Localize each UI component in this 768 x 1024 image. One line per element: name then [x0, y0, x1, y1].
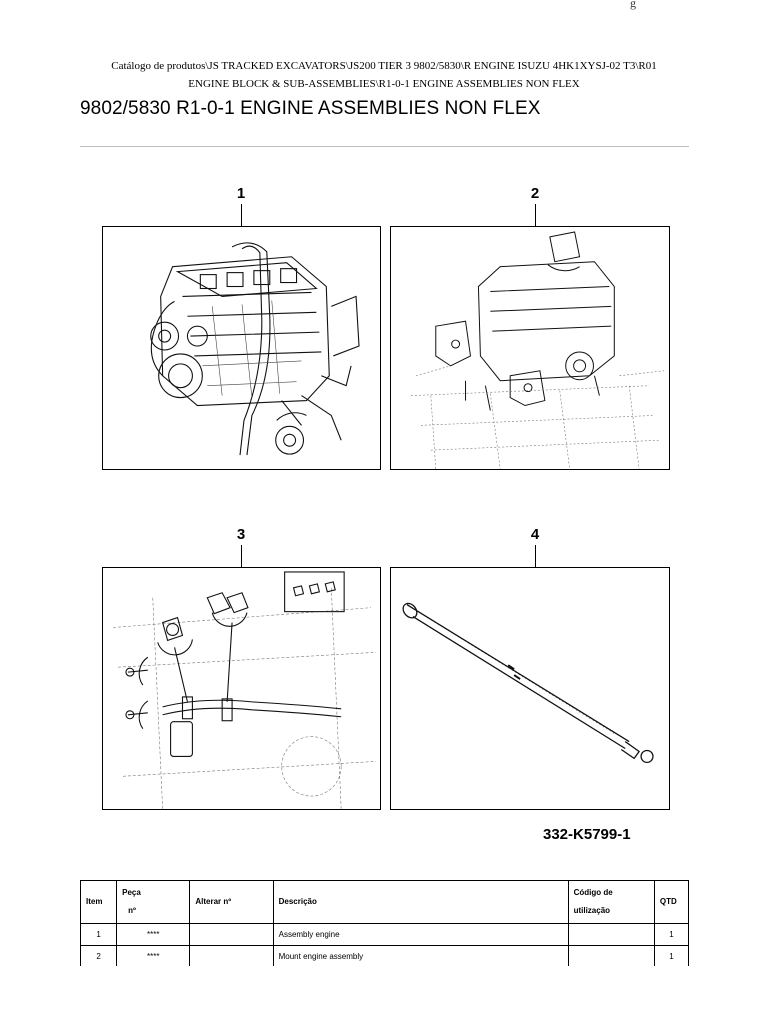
cell-item: 1	[79, 923, 118, 946]
cell-codigo	[567, 923, 655, 946]
table-header-row: Item Peça nº Alterar nº Descrição Código…	[79, 880, 690, 924]
figure-1-leader	[241, 204, 242, 226]
engine-mount-illustration-icon	[410, 231, 664, 469]
figure-1-panel[interactable]	[102, 226, 381, 470]
page-title: 9802/5830 R1-0-1 ENGINE ASSEMBLIES NON F…	[80, 98, 541, 119]
figure-2-leader	[535, 204, 536, 226]
breadcrumb-line-2: ENGINE BLOCK & SUB-ASSEMBLIES\R1-0-1 ENG…	[188, 78, 580, 90]
page-corner-mark: g	[630, 0, 636, 10]
header-codigo: Código de utilização	[567, 880, 655, 924]
figure-3-panel[interactable]	[102, 567, 381, 810]
cell-descricao: Mount engine assembly	[272, 945, 569, 966]
figure-4-number: 4	[530, 526, 540, 543]
table-row: 1 **** Assembly engine 1	[79, 923, 690, 946]
cell-descricao: Assembly engine	[272, 923, 569, 946]
figure-4-panel[interactable]	[390, 567, 670, 810]
dipstick-tube-illustration-icon	[402, 602, 654, 764]
drawing-code: 332-K5799-1	[543, 826, 631, 843]
header-item: Item	[79, 880, 118, 924]
header-alterar: Alterar nº	[189, 880, 274, 924]
header-descricao: Descrição	[272, 880, 569, 924]
table-row: 2 **** Mount engine assembly 1	[79, 945, 690, 966]
figure-1-number: 1	[236, 185, 246, 202]
cell-qtd: 1	[653, 945, 690, 966]
breadcrumb: Catálogo de produtos\JS TRACKED EXCAVATO…	[80, 57, 688, 93]
engine-assembly-illustration-icon	[150, 242, 360, 456]
header-codigo-line-1: Código de	[573, 888, 613, 897]
cell-peca: ****	[116, 923, 191, 946]
parts-table: Item Peça nº Alterar nº Descrição Código…	[79, 880, 690, 966]
header-peca-line-1: Peça	[122, 888, 141, 897]
figure-4-leader	[535, 545, 536, 567]
header-peca: Peça nº	[116, 880, 191, 924]
fuel-filter-line-illustration-icon	[113, 571, 376, 809]
cell-alterar	[189, 945, 274, 966]
cell-alterar	[189, 923, 274, 946]
header-qtd: QTD	[653, 880, 690, 924]
header-peca-line-2: nº	[128, 906, 136, 915]
cell-qtd: 1	[653, 923, 690, 946]
figure-2-panel[interactable]	[390, 226, 670, 470]
title-divider	[80, 146, 689, 147]
header-codigo-line-2: utilização	[573, 906, 611, 915]
figure-3-number: 3	[236, 526, 246, 543]
figure-2-number: 2	[530, 185, 540, 202]
cell-codigo	[567, 945, 655, 966]
cell-item: 2	[79, 945, 118, 966]
figure-3-leader	[241, 545, 242, 567]
cell-peca: ****	[116, 945, 191, 966]
breadcrumb-line-1: Catálogo de produtos\JS TRACKED EXCAVATO…	[111, 60, 657, 72]
